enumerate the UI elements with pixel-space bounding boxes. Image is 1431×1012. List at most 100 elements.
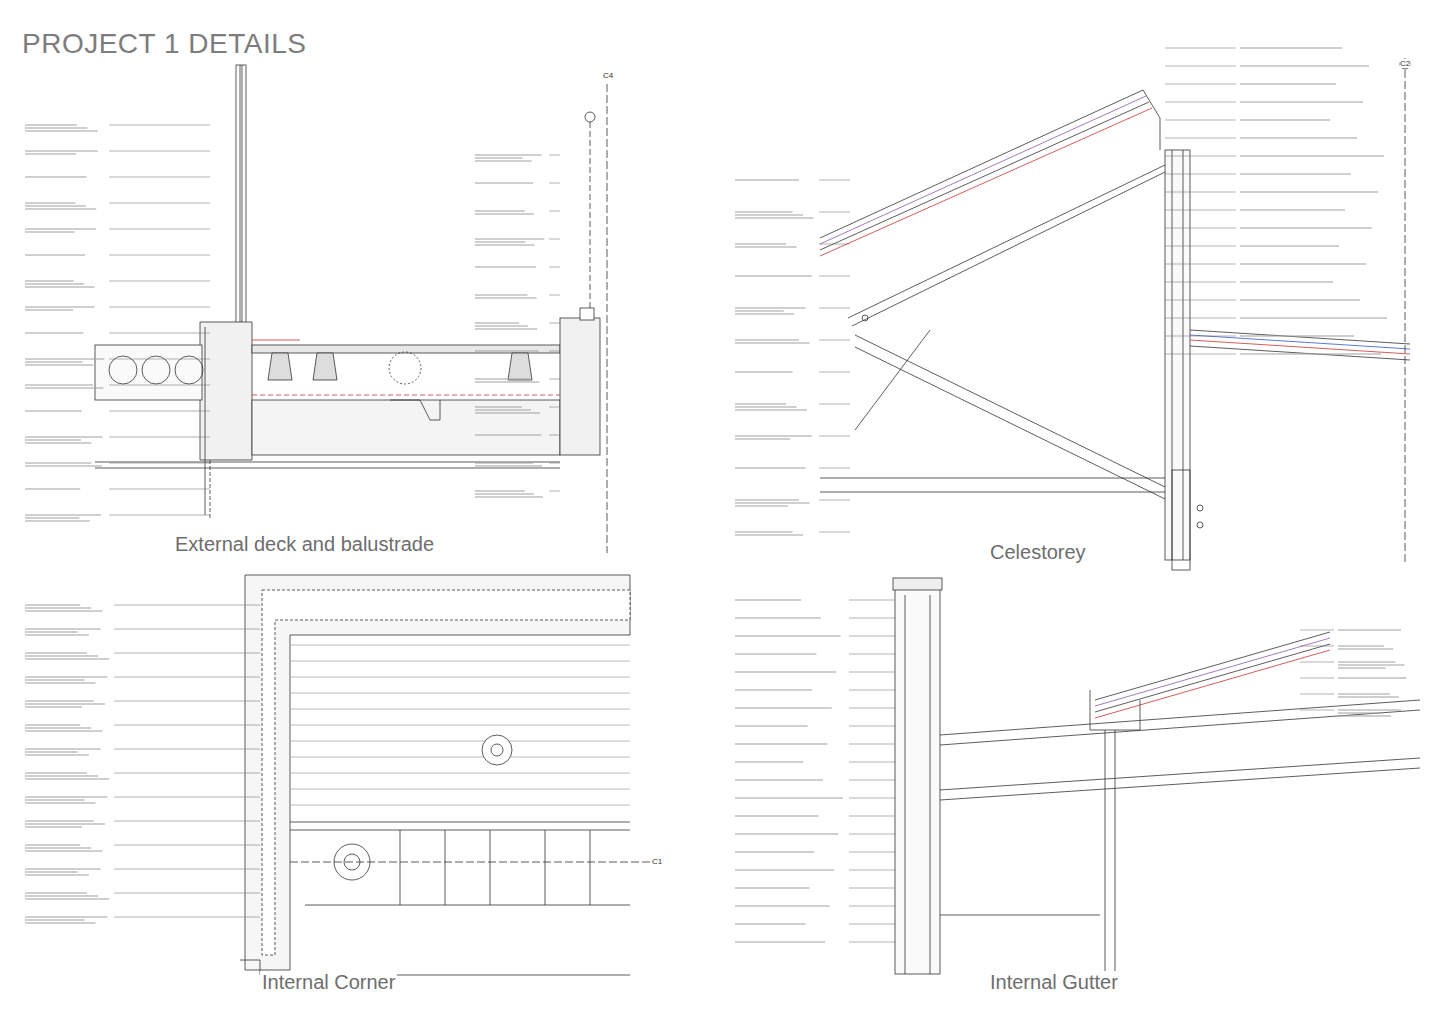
note-mark <box>735 214 803 215</box>
leader-line <box>109 229 210 230</box>
note-mark <box>25 676 107 677</box>
note-mark <box>475 297 537 298</box>
note-mark <box>735 725 808 726</box>
leader-line <box>849 744 895 745</box>
celestorey-detail <box>820 59 1410 570</box>
leader-line <box>1300 646 1334 647</box>
leader-line <box>114 917 260 918</box>
note-mark <box>735 211 793 212</box>
note-mark <box>25 778 109 779</box>
note-mark <box>475 213 534 214</box>
note-mark <box>475 462 533 463</box>
leader-line <box>549 407 560 408</box>
note-mark <box>1240 353 1381 354</box>
note-mark <box>25 658 109 659</box>
leader-line <box>849 816 895 817</box>
note-mark <box>475 325 528 326</box>
note-mark <box>1338 677 1407 678</box>
note-mark <box>1240 209 1345 210</box>
leader-line <box>1165 354 1236 355</box>
note-mark <box>475 493 534 494</box>
note-mark <box>475 160 532 161</box>
leader-line <box>114 845 260 846</box>
note-mark <box>25 868 101 869</box>
note-mark <box>25 823 105 824</box>
note-mark <box>25 799 85 800</box>
note-mark <box>735 923 805 924</box>
leader-line <box>114 725 260 726</box>
leader-line <box>109 411 210 412</box>
note-mark <box>25 628 101 629</box>
note-mark <box>25 364 93 365</box>
note-mark <box>25 442 91 443</box>
leader-line <box>549 267 560 268</box>
note-mark <box>25 703 105 704</box>
note-mark <box>25 652 87 653</box>
leader-line <box>1165 156 1236 157</box>
note-mark <box>735 275 812 276</box>
note-mark <box>735 502 809 503</box>
note-mark <box>25 176 87 177</box>
note-mark <box>475 322 519 323</box>
note-mark <box>475 157 523 158</box>
note-mark <box>735 815 819 816</box>
leader-line <box>114 773 260 774</box>
note-mark <box>25 150 98 151</box>
leader-line <box>114 797 260 798</box>
leader-line <box>1165 228 1236 229</box>
note-mark <box>25 205 86 206</box>
note-mark <box>475 406 522 407</box>
note-mark <box>25 286 95 287</box>
note-mark <box>25 153 76 154</box>
note-mark <box>25 465 102 466</box>
leader-line <box>819 180 850 181</box>
leader-line <box>849 726 895 727</box>
note-mark <box>25 895 98 896</box>
note-mark <box>475 465 542 466</box>
note-mark <box>1240 317 1387 318</box>
note-mark <box>735 761 803 762</box>
leader-line <box>549 351 560 352</box>
leader-line <box>849 708 895 709</box>
note-mark <box>25 283 84 284</box>
note-mark <box>25 254 85 255</box>
leader-line <box>819 404 850 405</box>
note-mark <box>1240 227 1372 228</box>
note-mark <box>25 796 107 797</box>
leader-line <box>114 653 260 654</box>
note-mark <box>735 179 799 180</box>
note-mark <box>25 361 83 362</box>
leader-line <box>109 255 210 256</box>
note-mark <box>25 850 102 851</box>
note-mark <box>735 635 841 636</box>
note-mark <box>475 210 525 211</box>
note-mark <box>475 182 533 183</box>
note-mark <box>1240 281 1333 282</box>
note-mark <box>735 599 801 600</box>
leader-line <box>109 437 210 438</box>
leader-line <box>114 629 260 630</box>
note-mark <box>735 833 838 834</box>
leader-line <box>849 852 895 853</box>
leader-line <box>114 821 260 822</box>
leader-line <box>109 489 210 490</box>
note-mark <box>735 307 805 308</box>
note-mark <box>1240 155 1384 156</box>
note-mark <box>735 743 827 744</box>
leader-line <box>114 677 260 678</box>
note-mark <box>475 409 531 410</box>
note-mark <box>735 409 807 410</box>
note-mark <box>25 520 90 521</box>
leader-line <box>549 295 560 296</box>
leader-line <box>849 654 895 655</box>
note-mark <box>475 381 539 382</box>
leader-line <box>109 125 210 126</box>
leader-line <box>1165 120 1236 121</box>
note-mark <box>475 244 535 245</box>
leader-line <box>1165 174 1236 175</box>
leader-line <box>849 636 895 637</box>
leader-line <box>819 276 850 277</box>
note-mark <box>1240 83 1336 84</box>
note-mark <box>735 671 836 672</box>
note-mark <box>25 127 87 128</box>
